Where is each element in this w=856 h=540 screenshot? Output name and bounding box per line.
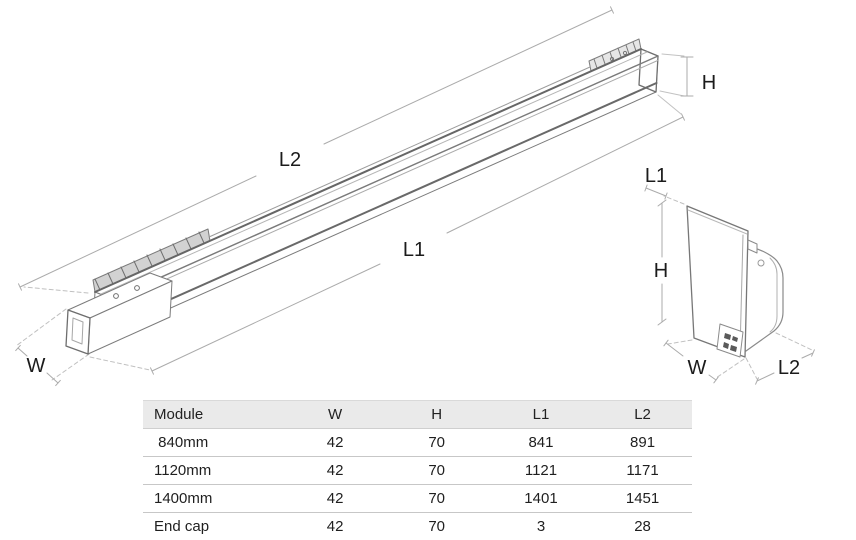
track-connector xyxy=(65,272,173,355)
endcap-extension-lines xyxy=(663,195,813,380)
endcap-dimension-l2 xyxy=(755,349,815,385)
table-header-row: Module W H L1 L2 xyxy=(143,400,692,429)
h-cell: 70 xyxy=(428,490,446,507)
module-cell: 840mm xyxy=(154,434,209,451)
module-w-label: W xyxy=(27,355,46,377)
column-header-l1: L1 xyxy=(532,406,550,423)
endcap-h-label: H xyxy=(654,260,668,282)
w-cell: 42 xyxy=(326,434,344,451)
module-cell: 1400mm xyxy=(154,490,213,507)
table-row: 1400mm 42 70 1401 1451 xyxy=(143,485,692,513)
endcap-l1-label: L1 xyxy=(645,165,667,187)
endcap-body xyxy=(745,245,784,352)
column-header-h: H xyxy=(431,406,443,423)
module-cell: 1120mm xyxy=(154,462,212,479)
endcap-dimension-l1 xyxy=(644,184,668,200)
column-header-w: W xyxy=(328,406,343,423)
h-cell: 70 xyxy=(428,462,446,479)
l2-cell: 1171 xyxy=(626,462,659,479)
technical-drawing: L2 L1 H W xyxy=(15,6,815,387)
w-cell: 42 xyxy=(326,490,344,507)
endcap-plate xyxy=(686,205,758,358)
module-h-label: H xyxy=(702,72,716,94)
mounting-hole-icon xyxy=(757,259,765,267)
l1-cell: 3 xyxy=(536,518,546,535)
profile-body xyxy=(92,48,659,336)
table-row: 1120mm 42 70 1121 1171 xyxy=(143,457,692,485)
l2-cell: 891 xyxy=(630,434,656,451)
module-l2-label: L2 xyxy=(279,149,301,171)
table-row: End cap 42 70 3 28 xyxy=(143,513,692,540)
l2-cell: 28 xyxy=(634,518,651,535)
l2-cell: 1451 xyxy=(625,490,660,507)
h-cell: 70 xyxy=(428,518,446,535)
endcap-dimension-h xyxy=(657,199,667,326)
l1-cell: 1401 xyxy=(524,490,558,507)
dimension-line-l1 xyxy=(150,94,685,375)
w-cell: 42 xyxy=(326,518,344,535)
column-header-l2: L2 xyxy=(634,406,651,423)
l1-cell: 841 xyxy=(528,434,554,451)
dimension-line-w xyxy=(15,344,61,387)
module-l1-label: L1 xyxy=(403,239,425,261)
endcap-dimension-w xyxy=(663,339,719,384)
table-row: 840mm 42 70 841 891 xyxy=(143,429,692,457)
module-cell: End cap xyxy=(154,518,210,535)
screw-icon xyxy=(113,293,119,299)
endcap-l2-label: L2 xyxy=(778,357,800,379)
module-profile-drawing: L2 L1 H W xyxy=(15,6,716,387)
endcap-w-label: W xyxy=(688,357,707,379)
l1-cell: 1121 xyxy=(524,462,558,479)
qr-label-icon xyxy=(716,323,744,358)
track-mid-line xyxy=(208,66,591,238)
screw-icon xyxy=(134,285,140,291)
column-header-module: Module xyxy=(154,406,204,423)
dimensions-table: Module W H L1 L2 840mm 42 70 841 891 112… xyxy=(143,400,692,540)
endcap-drawing: L1 H W L2 xyxy=(644,165,815,385)
dimension-line-l2 xyxy=(18,6,614,291)
track-strip-near xyxy=(92,228,211,293)
extension-dashed-lines xyxy=(15,286,151,381)
h-cell: 70 xyxy=(428,434,446,451)
dimension-line-h xyxy=(659,53,694,97)
w-cell: 42 xyxy=(326,462,344,479)
